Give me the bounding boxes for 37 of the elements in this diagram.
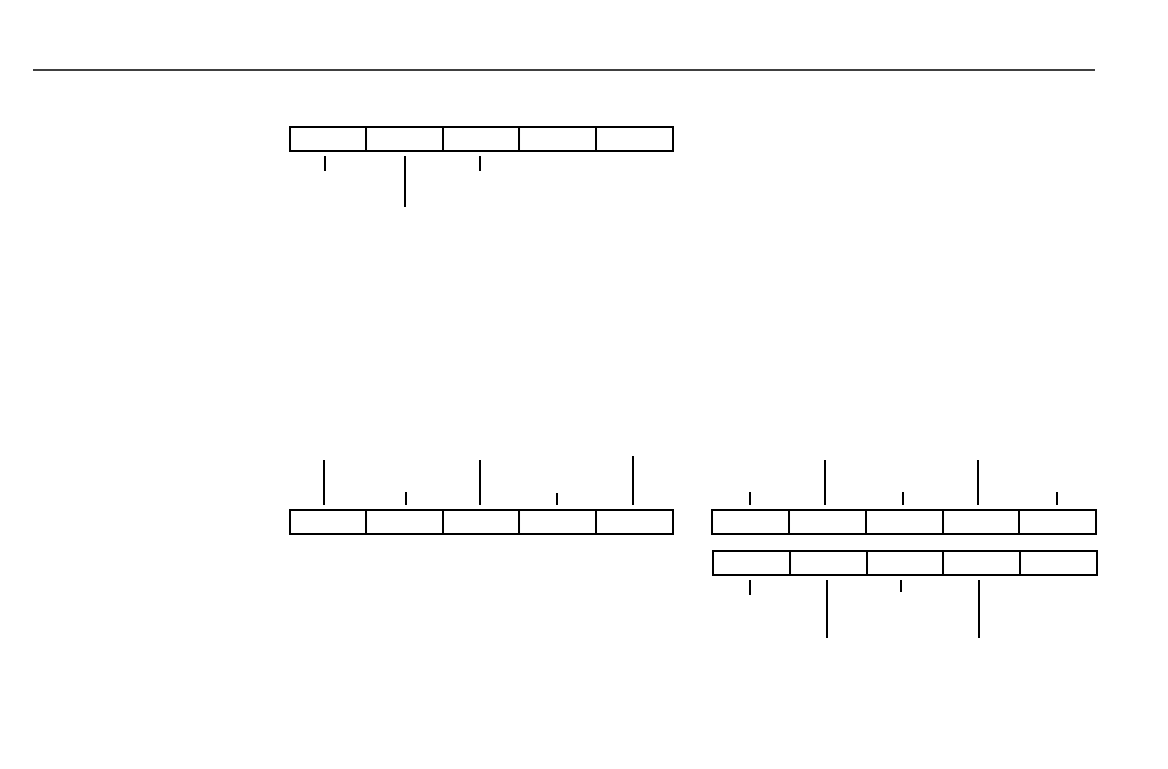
- leader-line: [902, 491, 904, 506]
- empty-cell: [518, 509, 597, 535]
- empty-cell: [866, 550, 944, 576]
- leader-line: [632, 455, 634, 506]
- leader-line: [324, 155, 326, 172]
- leader-line: [749, 579, 751, 596]
- leader-line: [479, 459, 481, 506]
- empty-cell: [712, 550, 791, 576]
- empty-cell: [518, 126, 597, 152]
- leader-line: [1056, 491, 1058, 506]
- leader-line: [826, 579, 828, 639]
- empty-cell: [442, 509, 520, 535]
- empty-cell: [789, 550, 868, 576]
- empty-cell: [595, 126, 674, 152]
- empty-cell: [1018, 509, 1097, 535]
- empty-cell: [865, 509, 944, 535]
- empty-cell: [289, 509, 367, 535]
- leader-line: [405, 491, 407, 506]
- leader-line: [749, 491, 751, 506]
- empty-cell: [942, 509, 1020, 535]
- empty-cell: [711, 509, 790, 535]
- empty-cell: [442, 126, 520, 152]
- empty-cell: [1019, 550, 1098, 576]
- empty-cell: [289, 126, 367, 152]
- leader-line: [824, 459, 826, 506]
- empty-cell: [365, 509, 444, 535]
- leader-line: [900, 579, 902, 593]
- empty-cell: [942, 550, 1021, 576]
- empty-cell: [595, 509, 674, 535]
- leader-line: [977, 459, 979, 506]
- leader-line: [556, 492, 558, 506]
- leader-line: [479, 155, 481, 172]
- leader-line: [404, 155, 406, 208]
- leader-line: [323, 459, 325, 506]
- empty-cell: [788, 509, 867, 535]
- empty-cell: [365, 126, 444, 152]
- leader-line: [978, 579, 980, 639]
